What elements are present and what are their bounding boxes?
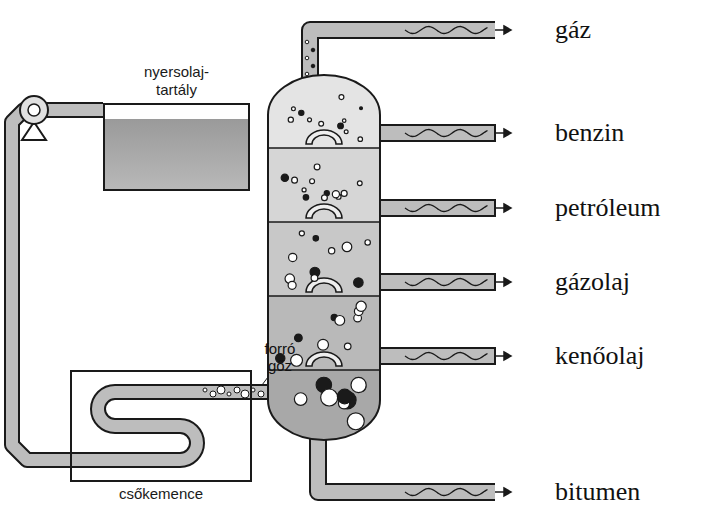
bubble <box>339 95 344 100</box>
bubble <box>332 191 339 198</box>
fraction-label: bitumen <box>555 477 640 507</box>
gas-bubble <box>305 40 309 44</box>
gas-bubble <box>311 64 315 68</box>
bubble <box>341 190 347 196</box>
bubble <box>354 278 363 287</box>
gas-bubble <box>311 48 315 52</box>
bubble <box>295 334 303 342</box>
cooling-wave <box>405 353 488 360</box>
bubble <box>342 119 345 122</box>
bubble <box>344 343 351 350</box>
bubble <box>356 301 366 311</box>
leader-line <box>262 377 268 385</box>
bubble <box>299 110 304 115</box>
bubble <box>322 195 328 201</box>
bitumen-pipe <box>318 430 495 492</box>
bubble <box>338 123 344 129</box>
outlet-pipes <box>370 125 495 364</box>
tube-furnace: csőkemence <box>70 370 252 482</box>
bubble-caps <box>306 130 342 366</box>
bubble <box>342 242 352 252</box>
cooling-wave <box>405 489 488 496</box>
distillation-column <box>260 60 390 460</box>
bubble <box>337 389 352 404</box>
bubble <box>321 389 338 406</box>
bubble <box>319 121 324 126</box>
bubble <box>313 236 318 241</box>
bubble <box>310 179 315 184</box>
bubble <box>303 195 308 200</box>
bubble <box>308 118 312 122</box>
steam-bubble <box>203 388 207 392</box>
cooling-wave <box>405 130 488 137</box>
bubble <box>289 253 297 261</box>
furnace-coil <box>60 392 272 460</box>
bubble <box>288 117 293 122</box>
pipe-fill <box>12 110 103 460</box>
cooling-wave <box>405 205 488 212</box>
crude-oil-tank: nyersolaj- tartály <box>103 103 250 191</box>
bubble <box>347 413 364 430</box>
bubble <box>328 248 334 254</box>
bubble <box>344 130 348 134</box>
bubble <box>335 316 345 326</box>
node-heading: csőkemence <box>119 485 203 503</box>
gas-bubble <box>305 72 309 76</box>
bubble <box>357 181 362 186</box>
fraction-label: gázolaj <box>555 267 630 297</box>
bubble <box>358 137 363 142</box>
bubble <box>365 240 370 245</box>
steam-bubble <box>210 391 216 397</box>
node-heading: nyersolaj- tartály <box>132 63 222 99</box>
bubble <box>294 393 307 406</box>
outlet-arrows <box>495 26 511 496</box>
pipe-connector <box>12 110 103 460</box>
cooling-wave <box>405 27 488 34</box>
bubble <box>360 107 363 110</box>
bubble <box>292 177 298 183</box>
bubble <box>351 377 366 392</box>
bubble <box>314 164 320 170</box>
bubble <box>311 275 318 282</box>
steam-bubble <box>258 391 264 397</box>
bubble <box>318 339 329 350</box>
steam-bubble <box>234 387 240 393</box>
gas-pipe <box>310 30 495 80</box>
fraction-label: petróleum <box>555 193 660 223</box>
gas-bubble <box>305 56 309 60</box>
steam-bubble <box>241 390 249 398</box>
fraction-label: kenőolaj <box>555 341 645 371</box>
fraction-label: benzin <box>555 118 624 148</box>
steam-bubble <box>227 392 231 396</box>
fraction-label: gáz <box>555 15 591 45</box>
cooling-coils <box>405 27 488 496</box>
bubble <box>299 231 304 236</box>
stream-label: forró gőz <box>258 340 302 374</box>
bubble <box>338 124 342 128</box>
bubble <box>281 174 288 181</box>
steam-bubble <box>217 386 225 394</box>
bubble <box>292 107 296 111</box>
bubble <box>302 188 306 192</box>
bubble <box>288 281 296 289</box>
cooling-wave <box>405 279 488 286</box>
